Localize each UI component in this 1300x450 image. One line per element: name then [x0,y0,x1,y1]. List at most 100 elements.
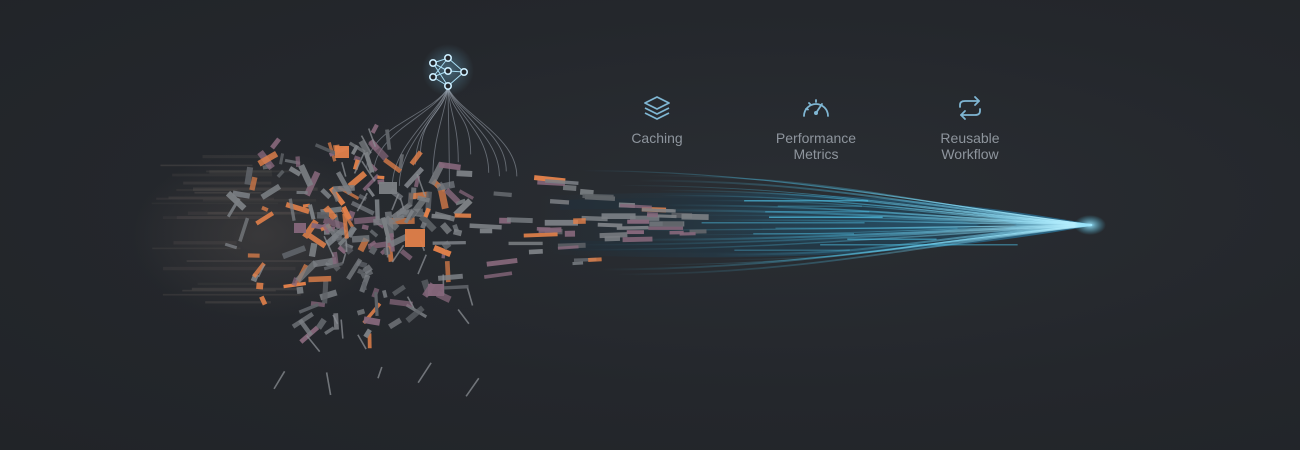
data-fragment [276,169,285,178]
data-fragment [483,271,513,279]
data-fragment-fleck [417,362,432,384]
stream-highlight [775,227,958,229]
data-fragment-fleck [391,193,400,211]
data-fragment [458,189,475,200]
motion-streak [168,196,242,199]
data-fragment [601,213,636,220]
data-fragment [247,253,260,258]
data-fragment [562,184,577,191]
data-fragment [616,225,649,230]
data-fragment [252,262,266,278]
stream-line [600,224,1093,271]
motion-streak [202,155,278,159]
data-fragment [523,232,558,238]
data-fragment [431,213,451,220]
data-fragment [255,211,275,226]
motion-streak [156,197,275,200]
data-fragment [428,161,445,186]
arrow-tip-glow [1074,215,1106,235]
data-fragment [428,284,444,296]
branch-line [447,87,507,172]
data-fragment [315,317,327,330]
data-fragment [361,224,369,231]
data-fragment [363,328,372,339]
data-fragment-fleck [361,160,376,182]
data-fragment [257,150,279,167]
data-fragment [630,215,660,221]
data-fragment-fleck [406,296,415,309]
motion-streak [151,202,279,205]
data-fragment [662,221,683,226]
data-fragment [453,198,473,218]
data-fragment [648,226,684,230]
data-fragment [337,245,347,255]
data-fragment-fleck [257,264,265,278]
neural-network-icon [422,44,474,96]
data-fragment [362,264,373,275]
data-fragment [308,275,332,283]
data-fragment [432,244,452,257]
data-fragment [454,213,472,218]
data-fragment-fleck [353,152,366,174]
data-fragment [296,190,308,195]
feature-reusable-workflow: Reusable Workflow [900,94,1040,162]
feature-label-caching: Caching [631,130,683,146]
data-fragment [341,205,352,221]
data-fragment [418,214,437,233]
data-fragment [444,187,461,204]
data-fragment [398,154,404,169]
data-fragment-fleck [345,240,348,252]
data-fragment [353,216,380,225]
stream-highlight [768,216,883,218]
data-fragment [599,232,628,239]
data-fragment [367,333,372,349]
data-fragment-fleck [360,135,372,154]
data-fragment [288,198,296,221]
data-fragment [350,144,359,156]
stream-line [657,189,1093,226]
motion-streak [152,247,241,250]
data-fragment [452,228,463,237]
stream-line [639,209,1093,227]
stream-line [626,223,1093,241]
branch-line [447,87,450,187]
data-fragment [407,192,414,206]
data-fragment [312,257,337,268]
data-fragment-fleck [356,192,368,212]
data-fragment [440,222,453,235]
stream-highlight [847,238,937,240]
data-fragment [322,216,347,231]
data-fragment [224,242,238,250]
data-fragment-fleck [416,173,426,197]
data-fragment-fleck [357,334,367,350]
data-fragment [388,317,403,330]
data-fragment [391,214,405,223]
data-fragment [436,180,456,192]
data-fragment [597,222,623,228]
data-fragment [347,170,368,189]
stream-line [660,194,1093,226]
data-fragment [572,261,584,266]
motion-streaks [151,155,325,304]
data-fragment [325,223,339,240]
data-fragment-fleck [306,335,321,353]
motion-streak [162,216,238,220]
data-fragment [294,223,306,233]
data-fragment [374,199,380,220]
data-fragment [377,175,385,180]
data-fragment [544,219,578,226]
motion-streak [192,187,318,191]
data-fragment [225,190,247,211]
branch-line [447,87,472,155]
data-fragment [288,166,302,177]
branch-line [447,87,490,173]
branch-line [391,87,449,186]
data-fragment-fleck [325,372,332,396]
data-fragment [232,190,251,199]
data-fragment [545,179,579,185]
data-fragment [437,273,463,281]
data-fragment-fleck [332,314,339,325]
data-fragment [383,157,402,174]
data-fragment [528,248,543,255]
